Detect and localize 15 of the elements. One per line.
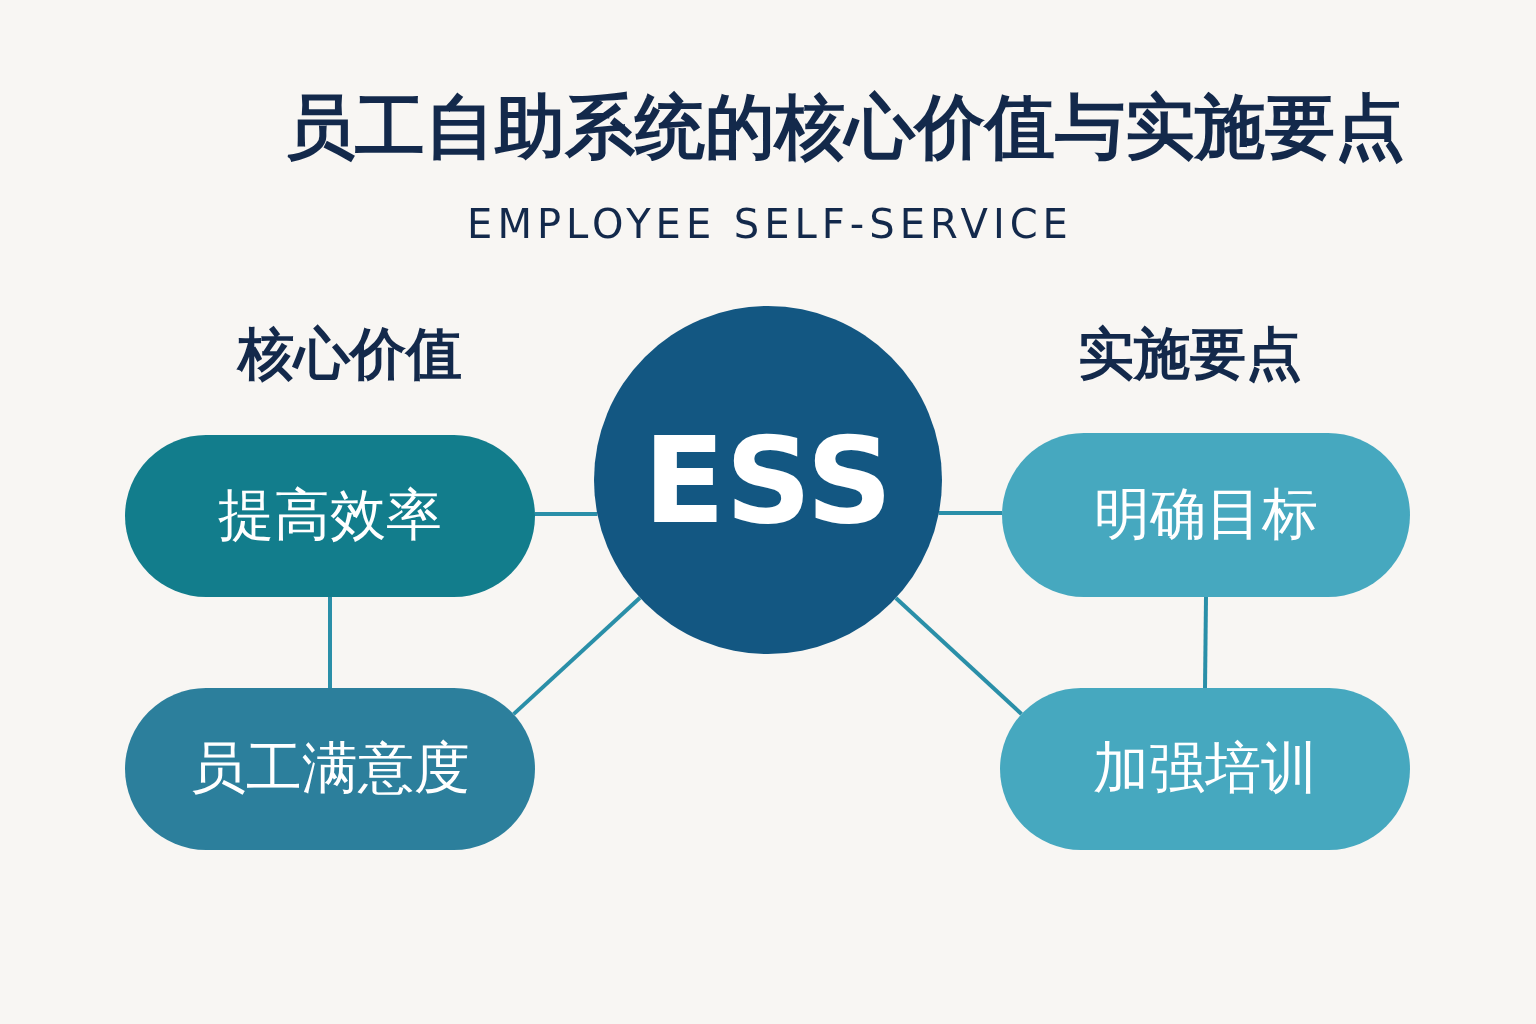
connector-line (535, 512, 598, 516)
circle-label: ESS (643, 410, 893, 550)
title: 员工自助系统的核心价值与实施要点 (284, 85, 1406, 170)
connector-line (512, 596, 642, 716)
pill-label: 加强培训 (1093, 734, 1317, 802)
section-heading: 实施要点 (1077, 320, 1303, 388)
connector-line (894, 596, 1023, 716)
connector-line (328, 597, 332, 688)
pill-label: 提高效率 (218, 481, 442, 549)
connector-line (1203, 596, 1208, 689)
pill-label: 明确目标 (1094, 480, 1318, 548)
pill-label: 员工满意度 (190, 734, 470, 802)
connector-line (938, 511, 1002, 515)
section-heading: 核心价值 (235, 320, 463, 388)
subtitle: EMPLOYEE SELF-SERVICE (466, 200, 1074, 248)
